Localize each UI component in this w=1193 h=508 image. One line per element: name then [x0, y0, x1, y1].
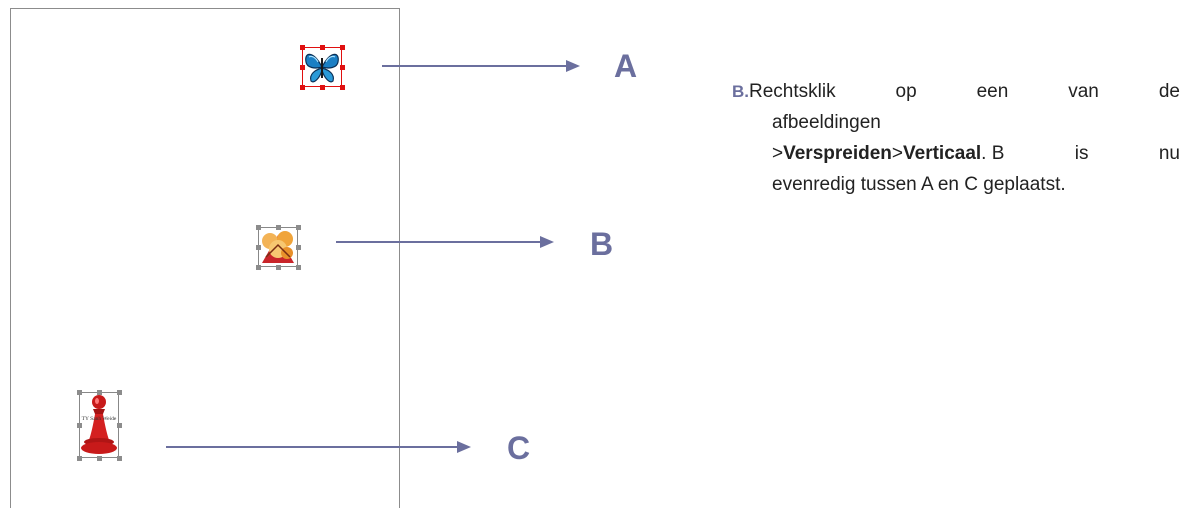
note-gt: >	[772, 143, 784, 164]
pawn-icon: TY Sanh Weide	[79, 392, 119, 458]
pawn-caption: TY Sanh Weide	[82, 416, 117, 422]
label-b: B	[590, 226, 614, 262]
arrow-c-head	[457, 441, 471, 453]
arrow-b-line	[336, 241, 541, 243]
note-word: Rechtsklik	[749, 81, 836, 102]
note-word: op	[895, 81, 917, 102]
pawn-image[interactable]: TY Sanh Weide	[77, 390, 122, 461]
note-line-3: >Verspreiden>Verticaal. B is nu	[732, 138, 1180, 169]
note-menu-verticaal: Verticaal	[903, 143, 982, 164]
note-word: de	[1158, 81, 1180, 102]
instruction-note: B.Rechtsklik op een van de afbeeldingen …	[732, 76, 1180, 200]
note-line-4: evenredig tussen A en C geplaatst.	[772, 174, 1066, 195]
arrow-b-head	[540, 236, 554, 248]
note-word: . B	[981, 143, 1005, 164]
note-line-1: B.Rechtsklik op een van de	[732, 76, 1180, 107]
note-prefix: B.	[732, 82, 749, 101]
butterfly-image[interactable]	[300, 45, 345, 90]
note-word: nu	[1158, 143, 1180, 164]
document-page	[10, 8, 400, 508]
arrow-c-line	[166, 446, 458, 448]
note-word: is	[1074, 143, 1089, 164]
flower-image[interactable]	[256, 225, 301, 270]
note-word: een	[976, 81, 1009, 102]
flower-icon	[260, 229, 296, 265]
note-menu-verspreiden: Verspreiden	[783, 143, 892, 164]
butterfly-icon	[303, 48, 341, 86]
label-c: C	[507, 430, 531, 466]
note-word: van	[1068, 81, 1099, 102]
note-line-2: afbeeldingen	[772, 112, 881, 133]
note-gt: >	[891, 143, 903, 164]
arrow-a-head	[566, 60, 580, 72]
arrow-a-line	[382, 65, 567, 67]
label-a: A	[614, 48, 638, 84]
